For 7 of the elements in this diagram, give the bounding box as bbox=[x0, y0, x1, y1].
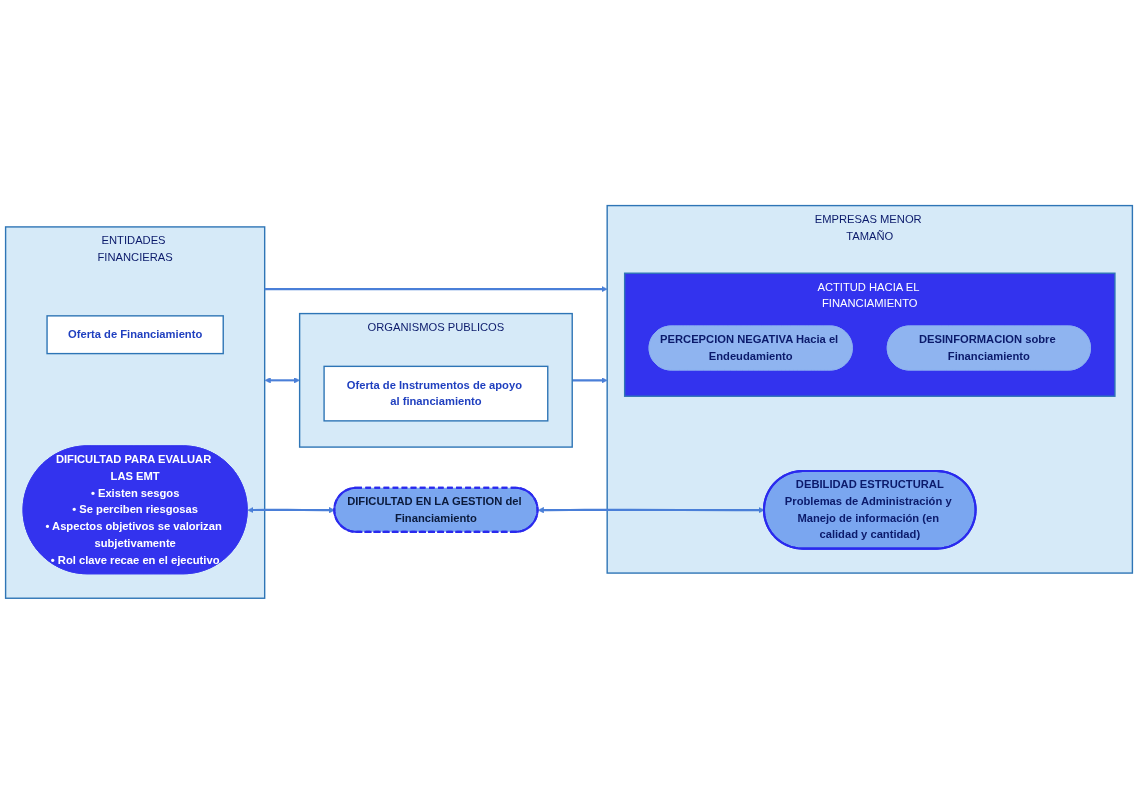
node-box: Oferta de Instrumentos de apoyo al financiamiento bbox=[323, 365, 549, 422]
arrow bbox=[537, 506, 765, 513]
arrow bbox=[264, 285, 608, 292]
arrow bbox=[264, 376, 300, 383]
arrow bbox=[247, 506, 335, 513]
arrow bbox=[572, 376, 608, 383]
node-box: Oferta de Financiamiento bbox=[46, 314, 224, 354]
